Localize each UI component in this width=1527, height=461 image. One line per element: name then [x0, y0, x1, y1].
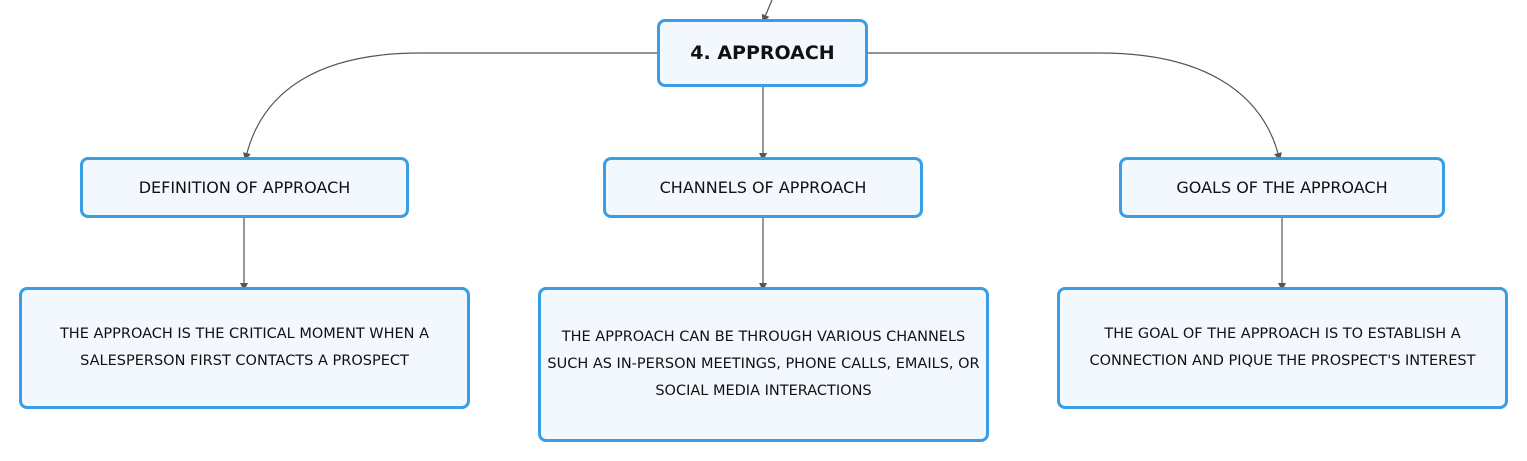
- detail-node-definition[interactable]: THE APPROACH IS THE CRITICAL MOMENT WHEN…: [19, 287, 470, 409]
- detail-node-goals[interactable]: THE GOAL OF THE APPROACH IS TO ESTABLISH…: [1057, 287, 1508, 409]
- connector-parent-to-root: [761, 0, 773, 23]
- category-node-label: CHANNELS OF APPROACH: [659, 178, 867, 197]
- detail-node-text: THE APPROACH IS THE CRITICAL MOMENT WHEN…: [59, 326, 430, 369]
- root-node-label: 4. APPROACH: [690, 42, 835, 64]
- connector-root-to-definition: [243, 52, 657, 161]
- root-node[interactable]: 4. APPROACH: [657, 19, 868, 87]
- connector-root-to-goals: [868, 52, 1282, 161]
- detail-node-channels[interactable]: THE APPROACH CAN BE THROUGH VARIOUS CHAN…: [538, 287, 989, 442]
- detail-node-text: THE GOAL OF THE APPROACH IS TO ESTABLISH…: [1089, 326, 1476, 369]
- category-node-label: DEFINITION OF APPROACH: [138, 178, 351, 197]
- category-node-goals[interactable]: GOALS OF THE APPROACH: [1119, 157, 1445, 218]
- category-node-label: GOALS OF THE APPROACH: [1176, 178, 1388, 197]
- category-node-channels[interactable]: CHANNELS OF APPROACH: [603, 157, 923, 218]
- detail-node-text: THE APPROACH CAN BE THROUGH VARIOUS CHAN…: [547, 329, 980, 399]
- category-node-definition[interactable]: DEFINITION OF APPROACH: [80, 157, 409, 218]
